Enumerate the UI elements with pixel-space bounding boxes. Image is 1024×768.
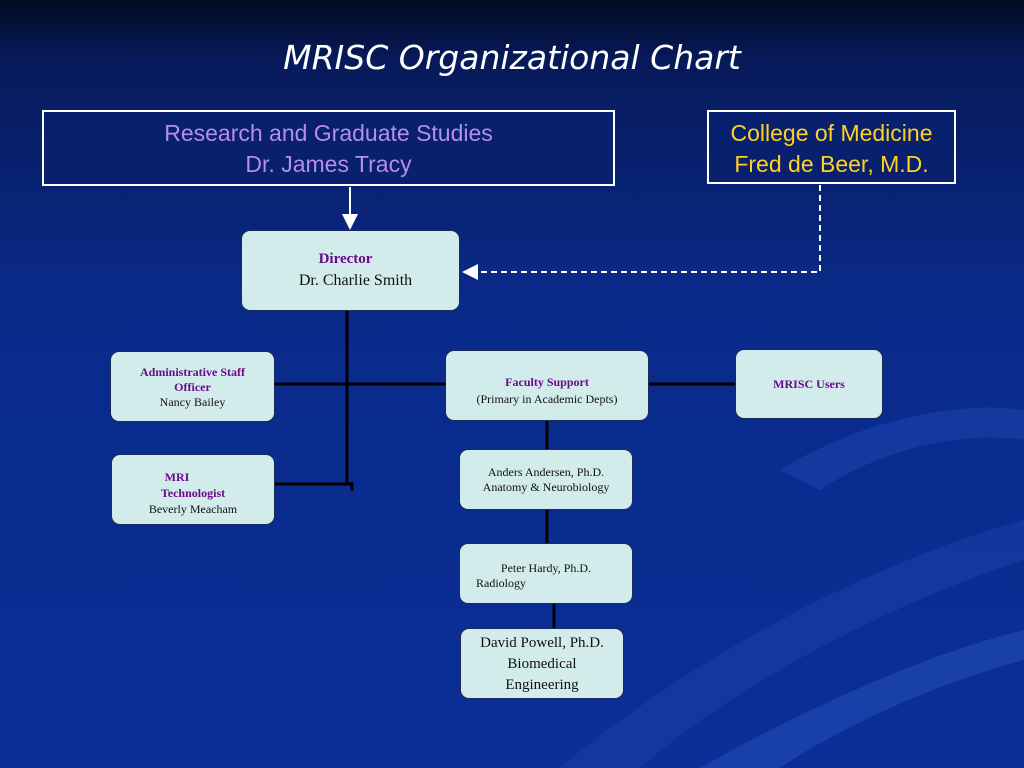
powell-line1: David Powell, Ph.D.: [480, 635, 604, 651]
mri-role-line1: MRI: [164, 470, 190, 484]
director-node: Director Dr. Charlie Smith: [241, 230, 460, 311]
admin-staff-node: Administrative Staff Officer Nancy Baile…: [110, 351, 275, 422]
powell-line3: Engineering: [505, 677, 579, 693]
director-role: Director: [318, 251, 373, 267]
com-line2: Fred de Beer, M.D.: [734, 151, 929, 177]
faculty-note: (Primary in Academic Depts): [476, 392, 618, 406]
powell-node: David Powell, Ph.D. Biomedical Engineeri…: [460, 628, 624, 699]
admin-role-line2: Officer: [174, 380, 211, 394]
com-line1: College of Medicine: [730, 120, 933, 146]
faculty-role: Faculty Support: [505, 375, 589, 389]
andersen-line1: Anders Andersen, Ph.D.: [487, 465, 605, 479]
users-role: MRISC Users: [773, 377, 845, 391]
research-graduate-studies-box: Research and Graduate Studies Dr. James …: [42, 110, 615, 186]
faculty-support-node: Faculty Support (Primary in Academic Dep…: [445, 350, 649, 421]
mri-role-line2: Technologist: [160, 486, 226, 500]
college-dashed-connector: [462, 185, 821, 280]
powell-line2: Biomedical: [507, 656, 577, 672]
page-title: MRISC Organizational Chart: [283, 38, 741, 77]
college-of-medicine-box: College of Medicine Fred de Beer, M.D.: [707, 110, 956, 184]
hardy-line2: Radiology: [476, 576, 526, 590]
hardy-line1: Peter Hardy, Ph.D.: [500, 561, 592, 575]
mri-technologist-node: MRI Technologist Beverly Meacham: [111, 454, 275, 525]
andersen-node: Anders Andersen, Ph.D. Anatomy & Neurobi…: [459, 449, 633, 510]
rgs-line2: Dr. James Tracy: [245, 151, 412, 177]
admin-name: Nancy Bailey: [159, 395, 226, 409]
director-name: Dr. Charlie Smith: [298, 272, 413, 289]
mri-name: Beverly Meacham: [148, 502, 238, 516]
admin-role-line1: Administrative Staff: [140, 365, 245, 379]
hardy-node: Peter Hardy, Ph.D. Radiology: [459, 543, 633, 604]
andersen-line2: Anatomy & Neurobiology: [482, 480, 610, 494]
rgs-line1: Research and Graduate Studies: [164, 120, 493, 146]
mrisc-users-node: MRISC Users: [735, 349, 883, 419]
